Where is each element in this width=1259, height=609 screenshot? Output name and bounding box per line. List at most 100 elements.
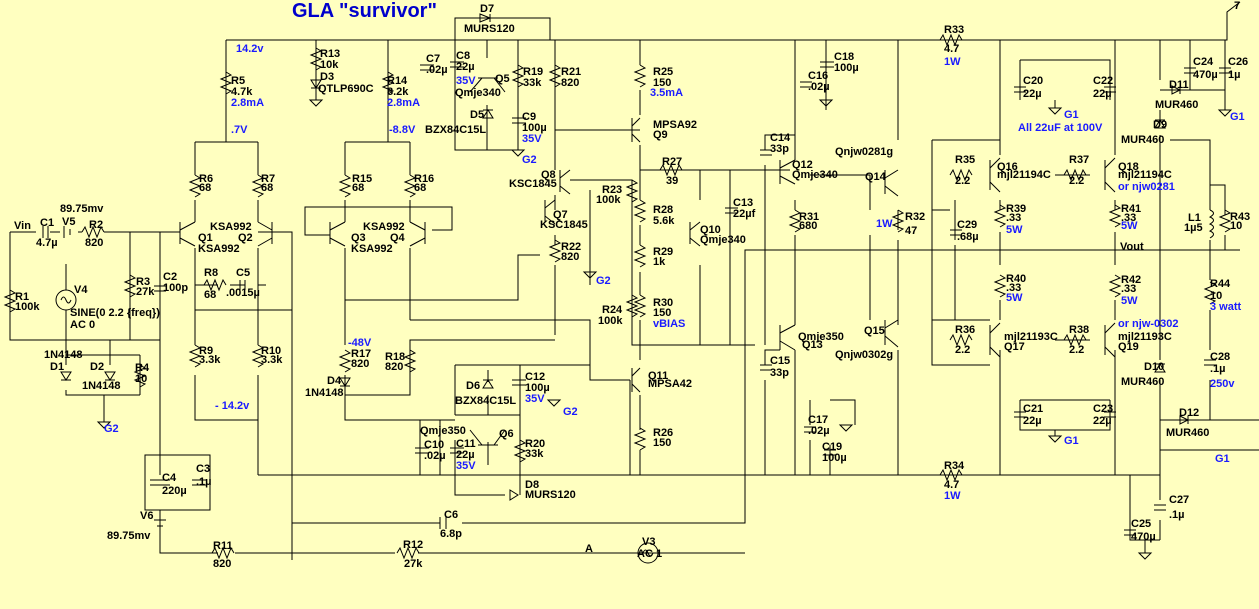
label-118: D4 bbox=[327, 375, 342, 387]
label-11: 2.8mA bbox=[387, 97, 420, 109]
label-76: 68 bbox=[414, 182, 426, 194]
label-138: 100µ bbox=[525, 382, 550, 394]
label-106: D1 bbox=[50, 361, 64, 373]
label-213: R44 bbox=[1210, 278, 1231, 290]
label-86: R2 bbox=[89, 219, 103, 231]
label-169: D11 bbox=[1169, 79, 1189, 91]
label-111: G2 bbox=[104, 423, 119, 435]
label-30: R21 bbox=[561, 66, 581, 78]
label-225: R38 bbox=[1069, 324, 1089, 336]
label-82: C1 bbox=[40, 217, 54, 229]
label-133: V3 bbox=[642, 536, 655, 548]
label-221: R36 bbox=[955, 324, 975, 336]
label-130: C6 bbox=[444, 509, 458, 521]
label-189: R31 bbox=[799, 211, 819, 223]
label-26: C9 bbox=[522, 111, 536, 123]
label-184: R37 bbox=[1069, 154, 1089, 166]
label-246: 100µ bbox=[822, 452, 847, 464]
label-145: 22µ bbox=[456, 449, 475, 461]
label-69: KSA992 bbox=[210, 221, 252, 233]
label-132: A bbox=[585, 543, 593, 555]
label-91: R1 bbox=[15, 291, 29, 303]
label-100: .0015µ bbox=[226, 287, 260, 299]
label-161: C22 bbox=[1093, 75, 1113, 87]
label-85: 89.75mv bbox=[60, 203, 104, 215]
label-231: 250v bbox=[1210, 378, 1235, 390]
label-162: 22µ bbox=[1093, 88, 1112, 100]
label-182: Q16 bbox=[997, 161, 1018, 173]
label-37: R27 bbox=[662, 156, 682, 168]
label-209: 5W bbox=[1006, 292, 1023, 304]
label-38: 39 bbox=[666, 175, 678, 187]
label-165: C24 bbox=[1193, 56, 1214, 68]
label-197: .33 bbox=[1006, 212, 1021, 224]
label-93: R3 bbox=[136, 276, 150, 288]
label-248: R34 bbox=[944, 460, 965, 472]
label-228: Q19 bbox=[1118, 341, 1139, 353]
label-72: KSA992 bbox=[198, 243, 240, 255]
label-5: R13 bbox=[320, 48, 340, 60]
label-200: .33 bbox=[1121, 212, 1136, 224]
label-193: 47 bbox=[905, 225, 917, 237]
label-97: R8 bbox=[204, 267, 218, 279]
label-122: C3 bbox=[196, 463, 210, 475]
label-55: 100k bbox=[598, 315, 623, 327]
label-13: D7 bbox=[480, 3, 494, 15]
label-3: 2.8mA bbox=[231, 97, 264, 109]
label-172: D9 bbox=[1153, 119, 1167, 131]
label-25: BZX84C15L bbox=[425, 124, 486, 136]
label-139: 35V bbox=[525, 393, 545, 405]
label-206: Vout bbox=[1120, 241, 1144, 253]
label-52: 820 bbox=[561, 251, 579, 263]
label-135: D6 bbox=[466, 380, 480, 392]
label-179: Q14 bbox=[865, 171, 887, 183]
label-58: vBIAS bbox=[653, 318, 685, 330]
label-63: R26 bbox=[653, 427, 673, 439]
label-249: 4.7 bbox=[944, 479, 959, 491]
label-7: D3 bbox=[320, 71, 334, 83]
label-171: G1 bbox=[1230, 111, 1245, 123]
label-137: C12 bbox=[525, 371, 545, 383]
label-32: R25 bbox=[653, 66, 673, 78]
label-154: 1W bbox=[944, 56, 961, 68]
label-19: 35V bbox=[456, 75, 476, 87]
label-153: 4.7 bbox=[944, 43, 959, 55]
label-199: R41 bbox=[1121, 203, 1141, 215]
label-119: 1N4148 bbox=[305, 387, 344, 399]
label-250: 1W bbox=[944, 490, 961, 502]
label-144: C11 bbox=[456, 438, 476, 450]
label-103: R10 bbox=[261, 345, 281, 357]
label-141: Qmje350 bbox=[420, 425, 466, 437]
label-36: Q9 bbox=[653, 129, 668, 141]
label-115: 820 bbox=[351, 358, 369, 370]
label-34: 3.5mA bbox=[650, 87, 683, 99]
label-61: Q11 bbox=[648, 370, 668, 382]
label-10: 8.2k bbox=[387, 86, 409, 98]
label-229: C28 bbox=[1210, 351, 1230, 363]
label-167: C26 bbox=[1228, 56, 1248, 68]
label-117: 820 bbox=[385, 361, 403, 373]
label-95: C2 bbox=[163, 271, 177, 283]
label-196: R39 bbox=[1006, 203, 1026, 215]
label-41: R23 bbox=[602, 184, 622, 196]
label-60: 22µf bbox=[733, 208, 756, 220]
label-247: G1 bbox=[1215, 453, 1230, 465]
label-224: Q17 bbox=[1004, 341, 1025, 353]
label-105: 1N4148 bbox=[44, 349, 83, 361]
label-27: 100µ bbox=[522, 122, 547, 134]
label-113: -48V bbox=[348, 337, 372, 349]
label-57: 150 bbox=[653, 307, 671, 319]
label-175: 33p bbox=[770, 143, 789, 155]
label-45: Q7 bbox=[553, 209, 568, 221]
label-194: C29 bbox=[957, 219, 977, 231]
label-163: G1 bbox=[1064, 109, 1079, 121]
diodes bbox=[60, 13, 1190, 501]
label-234: D10 bbox=[1144, 361, 1164, 373]
label-16: .02µ bbox=[426, 64, 448, 76]
label-107: D2 bbox=[90, 361, 104, 373]
label-218: Qmje350 bbox=[798, 331, 844, 343]
label-237: 22µ bbox=[1023, 415, 1042, 427]
label-146: 35V bbox=[456, 460, 476, 472]
label-212: 5W bbox=[1121, 295, 1138, 307]
label-4: .7V bbox=[231, 124, 248, 136]
